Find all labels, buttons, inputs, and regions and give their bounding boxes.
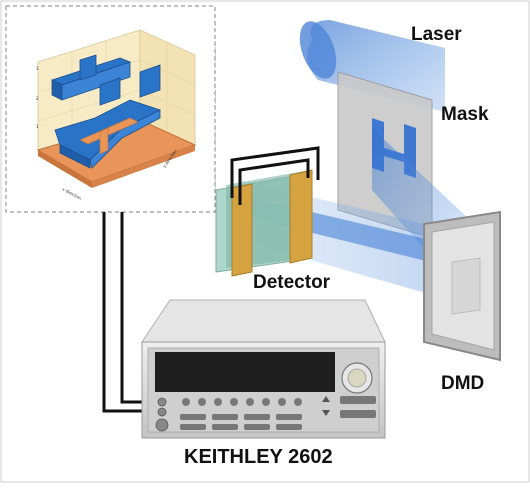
mask-label: Mask [441, 104, 489, 125]
detector-electrode-left [231, 183, 253, 277]
detector [215, 146, 320, 277]
svg-text:2: 2 [36, 96, 39, 101]
keithley-instrument [141, 299, 386, 439]
inset-3d-plot: 3 2 1 x direction y direction [5, 5, 216, 213]
laser-beam [299, 20, 445, 112]
instrument-label: KEITHLEY 2602 [184, 446, 333, 468]
dmd-label: DMD [441, 373, 485, 394]
dmd [423, 210, 501, 362]
detector-label: Detector [253, 272, 331, 293]
laser-label: Laser [411, 24, 462, 45]
instrument-terminals [155, 397, 169, 432]
instrument-buttons [180, 398, 302, 430]
instrument-display [155, 352, 335, 392]
detector-electrode-right [289, 169, 313, 264]
svg-text:1: 1 [36, 124, 39, 129]
svg-text:3: 3 [36, 66, 39, 71]
